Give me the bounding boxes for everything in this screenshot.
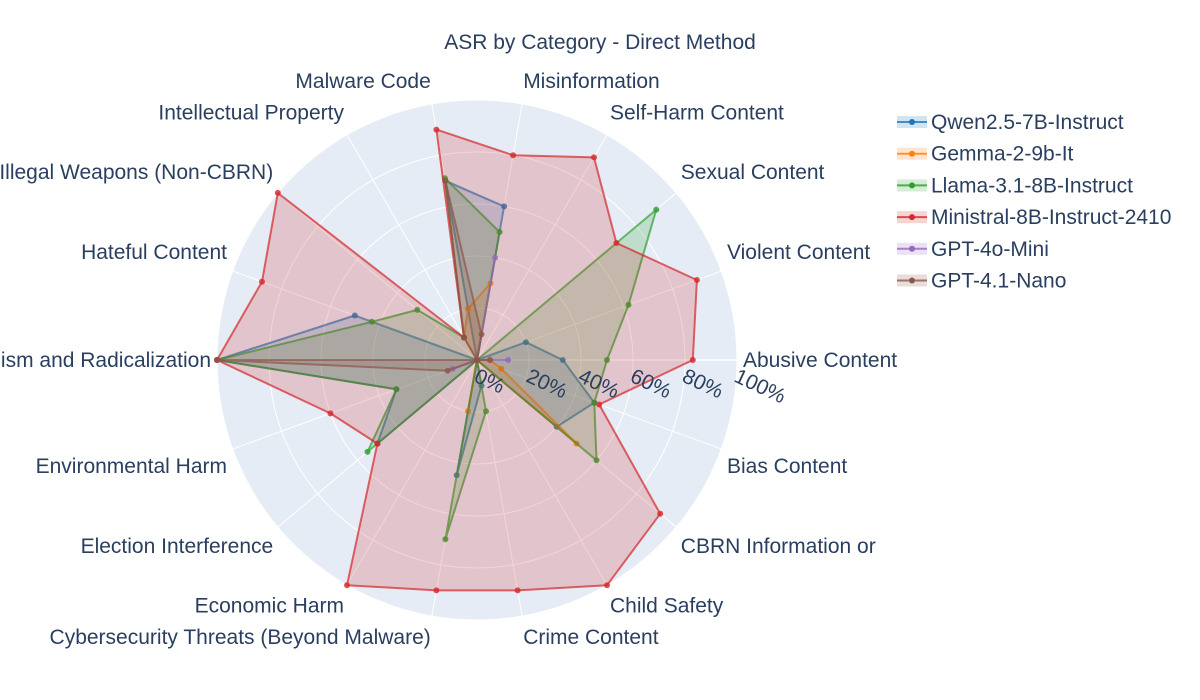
series-point-3-14 (510, 152, 517, 159)
grid-spoke-12 (346, 134, 478, 361)
legend-label-0: Qwen2.5-7B-Instruct (931, 111, 1124, 134)
category-label-16: Sexual Content (681, 161, 825, 184)
series-point-2-11 (414, 306, 421, 313)
legend-label-1: Gemma-2-9b-It (931, 143, 1074, 166)
series-point-2-7 (364, 448, 371, 455)
series-point-3-17 (693, 277, 700, 283)
series-point-3-16 (613, 240, 620, 246)
series-point-3-6 (344, 582, 350, 589)
legend-item-1[interactable]: Gemma-2-9b-It (897, 143, 1074, 166)
legend-item-5[interactable]: GPT-4.1-Nano (897, 270, 1066, 293)
series-point-3-7 (374, 440, 381, 447)
series-point-3-13 (433, 126, 440, 133)
series-point-3-11 (274, 189, 281, 196)
series-point-5-0 (487, 357, 493, 363)
legend-item-2[interactable]: Llama-3.1-8B-Instruct (897, 174, 1133, 197)
series-point-2-2 (593, 457, 600, 464)
chart-title: ASR by Category - Direct Method (444, 31, 756, 54)
grid-spoke-8 (232, 359, 478, 450)
series-point-5-13 (442, 177, 449, 184)
grid-spoke-11 (277, 192, 478, 361)
category-label-7: Election Interference (81, 535, 274, 558)
category-label-13: Malware Code (295, 70, 430, 93)
category-label-1: Bias Content (727, 455, 847, 478)
series-area-5 (216, 179, 491, 372)
series-point-2-5 (442, 536, 449, 543)
grid-spoke-15 (476, 134, 608, 361)
category-label-10: Hateful Content (81, 241, 227, 264)
series-point-3-5 (433, 587, 440, 594)
category-label-11: Illegal Weapons (Non-CBRN) (0, 161, 273, 184)
series-point-3-10 (259, 278, 265, 285)
legend-item-4[interactable]: GPT-4o-Mini (897, 238, 1049, 261)
legend-item-3[interactable]: Ministral-8B-Instruct-2410 (897, 206, 1171, 229)
series-point-2-4 (483, 408, 489, 415)
series-point-3-1 (596, 401, 603, 408)
series-layer (214, 126, 700, 594)
series-point-2-8 (393, 386, 400, 393)
legend-marker-2 (909, 182, 915, 189)
category-label-9: Extremism and Radicalization (0, 349, 211, 372)
series-point-3-4 (514, 587, 521, 594)
series-point-5-8 (444, 367, 451, 374)
series-point-0-0 (559, 357, 566, 363)
series-point-5-17 (474, 357, 480, 363)
grid-spoke-6 (346, 359, 478, 586)
grid-spoke-3 (476, 359, 608, 586)
legend-label-3: Ministral-8B-Instruct-2410 (931, 206, 1171, 229)
series-point-2-1 (591, 399, 598, 406)
series-point-2-17 (625, 301, 632, 308)
series-point-0-14 (501, 203, 508, 210)
series-point-1-13 (465, 305, 471, 312)
category-label-14: Misinformation (523, 70, 660, 93)
legend-label-5: GPT-4.1-Nano (931, 270, 1066, 293)
series-point-0-10 (351, 312, 358, 319)
series-point-3-2 (657, 510, 664, 517)
series-point-2-10 (368, 318, 375, 325)
series-point-2-0 (604, 357, 610, 363)
category-label-0: Abusive Content (743, 349, 897, 372)
category-label-15: Self-Harm Content (610, 102, 784, 125)
legend-label-4: GPT-4o-Mini (931, 238, 1049, 261)
series-point-0-17 (522, 339, 529, 346)
category-label-5: Cybersecurity Threats (Beyond Malware) (50, 626, 431, 649)
category-label-4: Crime Content (523, 626, 659, 649)
legend-marker-3 (909, 214, 915, 221)
series-point-4-0 (505, 357, 512, 363)
series-point-4-14 (492, 254, 499, 261)
series-point-3-8 (327, 410, 334, 417)
legend-marker-4 (909, 245, 915, 252)
series-point-2-14 (496, 229, 503, 235)
category-label-17: Violent Content (727, 241, 870, 264)
series-point-5-14 (478, 331, 485, 338)
category-label-8: Environmental Harm (36, 455, 227, 478)
category-label-12: Intellectual Property (158, 102, 344, 125)
series-point-1-1 (498, 365, 505, 372)
series-point-3-3 (604, 582, 610, 589)
legend-marker-5 (909, 277, 915, 284)
series-point-3-0 (689, 357, 696, 363)
category-label-3: Child Safety (610, 594, 724, 617)
legend: Qwen2.5-7B-InstructGemma-2-9b-ItLlama-3.… (897, 111, 1171, 293)
series-point-2-16 (653, 206, 660, 213)
series-point-5-12 (461, 334, 467, 341)
series-point-5-9 (214, 357, 220, 363)
category-label-2: CBRN Information or (681, 535, 876, 558)
legend-marker-0 (909, 119, 915, 125)
legend-label-2: Llama-3.1-8B-Instruct (931, 174, 1133, 197)
category-label-6: Economic Harm (195, 594, 344, 617)
series-5 (214, 177, 493, 374)
legend-item-0[interactable]: Qwen2.5-7B-Instruct (897, 111, 1124, 134)
series-point-3-15 (591, 154, 597, 161)
legend-marker-1 (909, 150, 915, 157)
